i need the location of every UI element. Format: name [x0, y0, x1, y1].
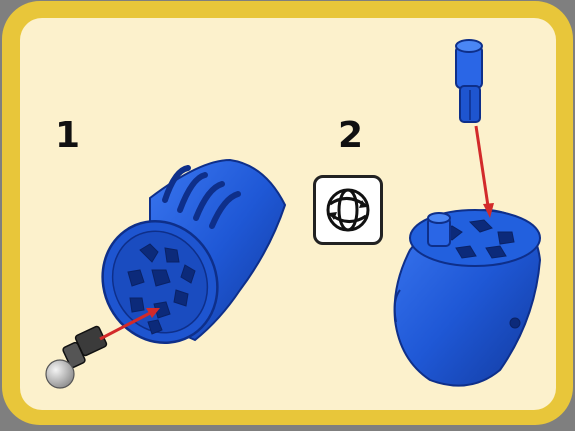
step-2-blue-body-part	[395, 210, 540, 386]
step-2-blue-pin	[456, 40, 482, 122]
ball-joint-pin	[46, 326, 107, 388]
step-2-insert-arrow	[476, 126, 494, 218]
